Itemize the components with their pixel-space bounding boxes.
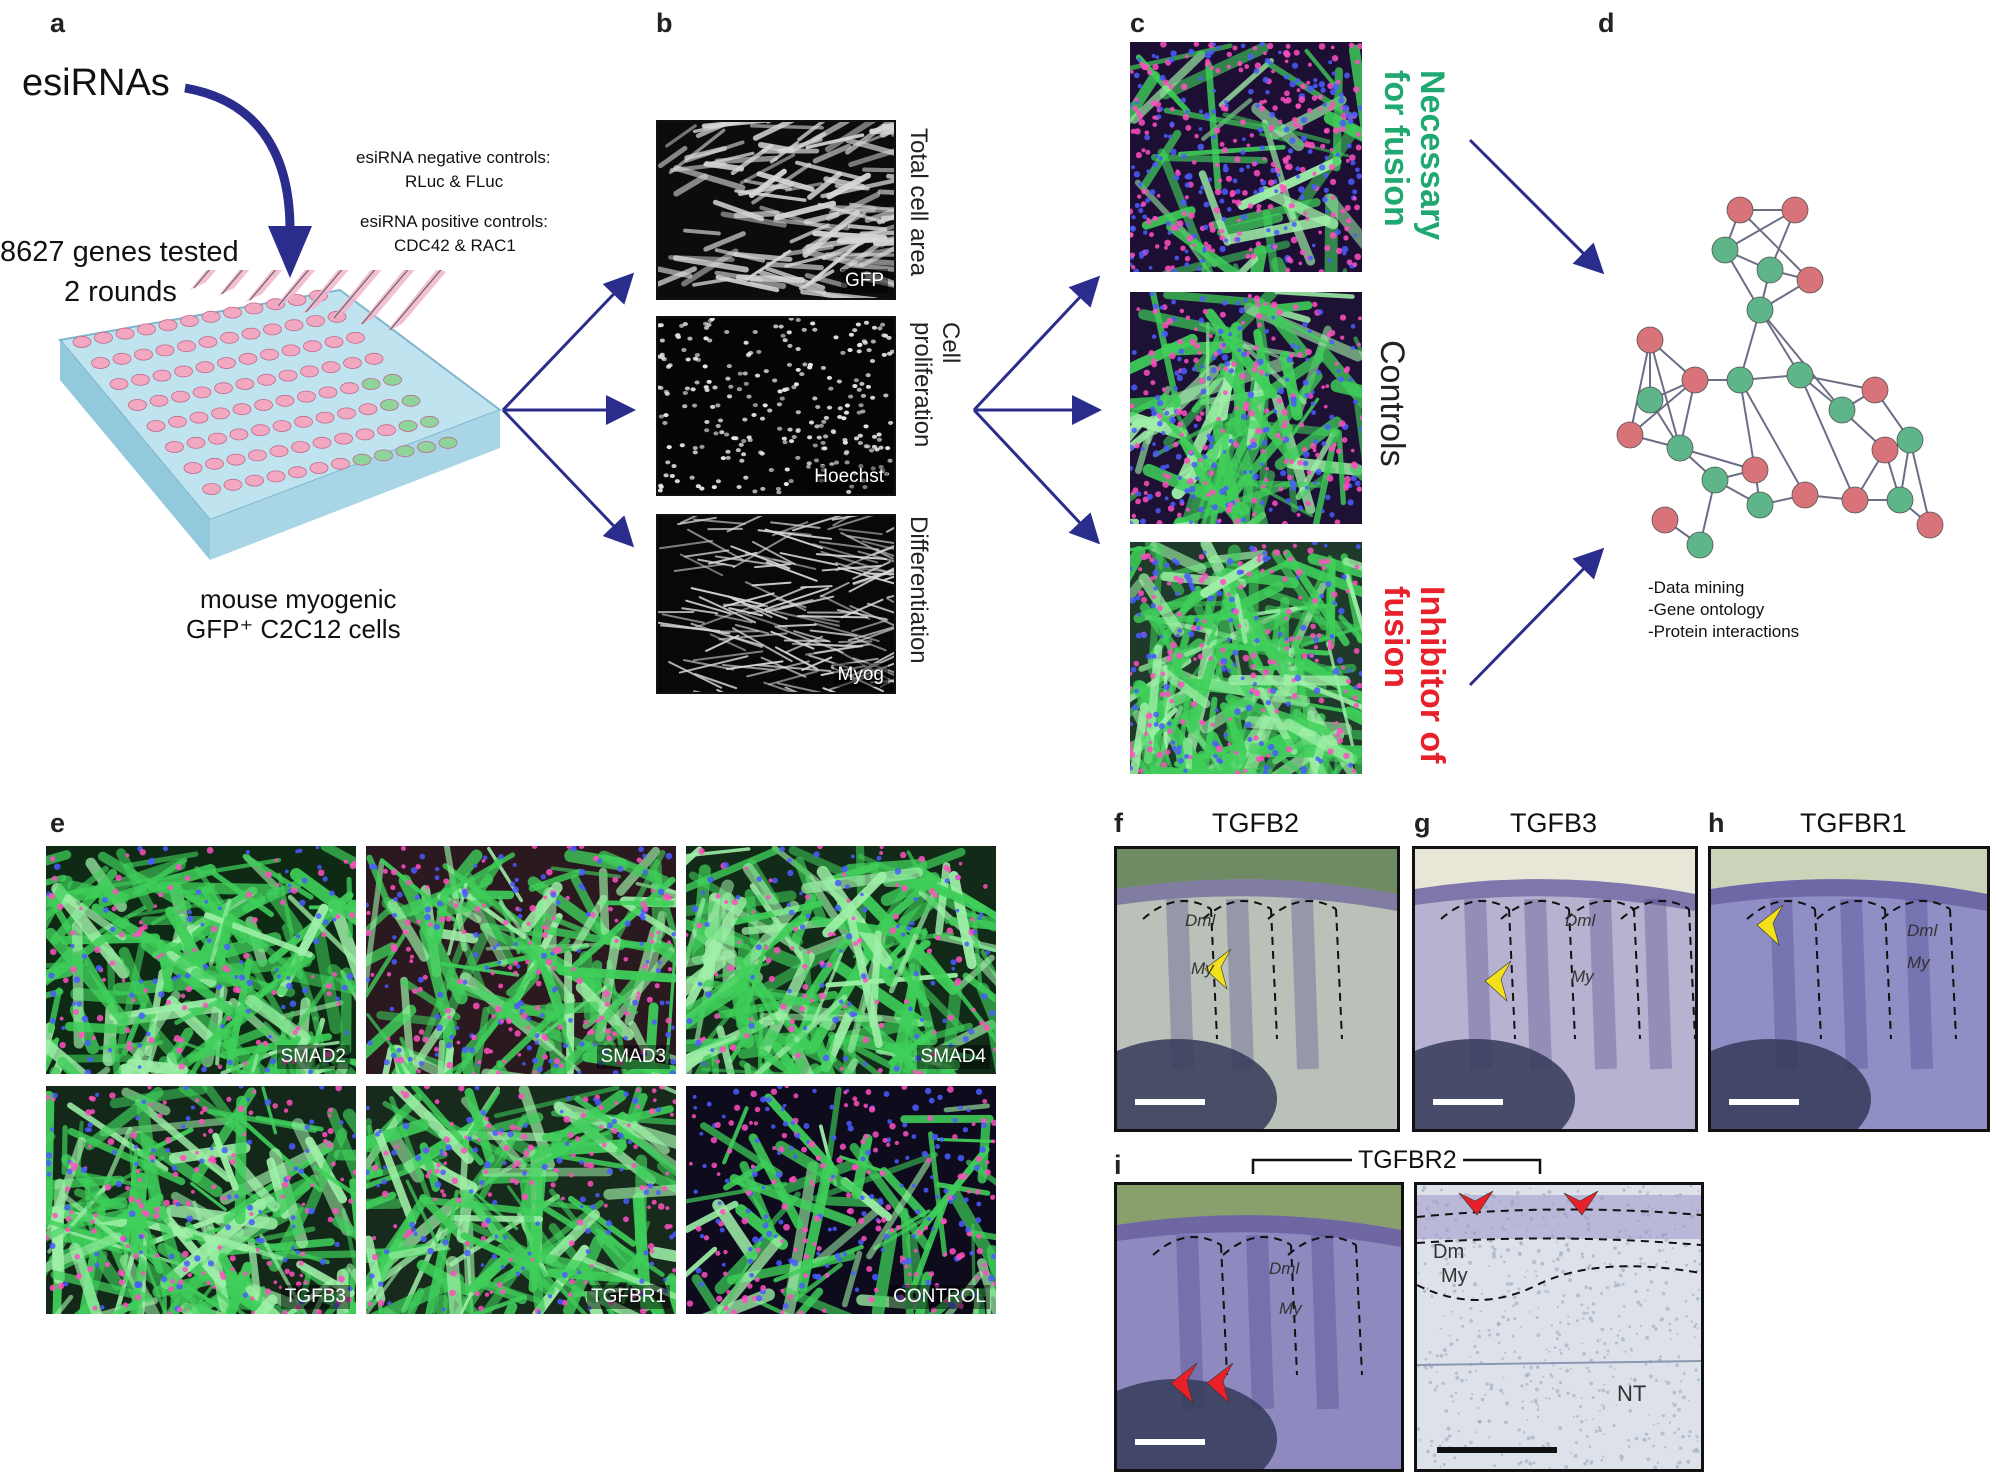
total-cell-area-label: Total cell area bbox=[905, 128, 932, 277]
arrows-c-to-d bbox=[1468, 138, 1605, 687]
differentiation-label: Differentiation bbox=[905, 516, 932, 664]
pos-controls-value: CDC42 & RAC1 bbox=[394, 236, 516, 255]
tgfb3-tag: TGFB3 bbox=[280, 1285, 350, 1309]
tgfb2-title: TGFB2 bbox=[1212, 808, 1300, 838]
tgfbr2-whole-mount-image: Dml My bbox=[1114, 1182, 1404, 1472]
neural-tube-label: NT bbox=[1617, 1381, 1647, 1406]
necessary-for-fusion-micrograph bbox=[1130, 42, 1362, 272]
panel-letter-f: f bbox=[1114, 808, 1123, 838]
neg-controls-value: RLuc & FLuc bbox=[405, 172, 504, 191]
analysis-protein-interactions: -Protein interactions bbox=[1648, 622, 1800, 641]
panel-letter-e: e bbox=[50, 808, 66, 838]
tgfb3-dml-label: Dml bbox=[1565, 911, 1596, 930]
rounds-label: 2 rounds bbox=[64, 276, 177, 308]
smad2-micrograph: SMAD2 bbox=[46, 846, 356, 1074]
hoechst-tag: Hoechst bbox=[810, 465, 888, 489]
tgfbr1-title: TGFBR1 bbox=[1800, 808, 1907, 838]
genes-tested-label: 8627 genes tested bbox=[0, 236, 239, 268]
panel-letter-d: d bbox=[1598, 8, 1615, 38]
tgfb3-my-label: My bbox=[1571, 967, 1594, 986]
gfp-micrograph: GFP bbox=[656, 120, 896, 300]
well-plate-illustration bbox=[58, 270, 503, 560]
esirna-arrow bbox=[184, 83, 312, 278]
tgfbr2-my-label: My bbox=[1279, 1299, 1302, 1318]
tgfb2-in-situ-image: Dml My bbox=[1114, 846, 1400, 1132]
panel-letter-a: a bbox=[50, 8, 66, 38]
tgfbr1-micrograph: TGFBR1 bbox=[366, 1086, 676, 1314]
gene-interaction-network bbox=[1616, 196, 1944, 559]
smad4-tag: SMAD4 bbox=[916, 1045, 990, 1069]
arrows-b-to-c bbox=[972, 275, 1102, 545]
tgfb3-micrograph: TGFB3 bbox=[46, 1086, 356, 1314]
smad3-tag: SMAD3 bbox=[596, 1045, 670, 1069]
analysis-data-mining: -Data mining bbox=[1648, 578, 1745, 597]
tgfb2-my-label: My bbox=[1191, 959, 1214, 978]
cell-proliferation-label: Cell proliferation bbox=[909, 322, 964, 448]
tgfbr2-my-section-label: My bbox=[1441, 1265, 1468, 1287]
panel-letter-h: h bbox=[1708, 808, 1725, 838]
necessary-for-fusion-label: Necessary for fusion bbox=[1377, 70, 1451, 241]
tgfb3-title: TGFB3 bbox=[1510, 808, 1598, 838]
analysis-gene-ontology: -Gene ontology bbox=[1648, 600, 1765, 619]
control-micrograph: CONTROL bbox=[686, 1086, 996, 1314]
tgfbr2-title: TGFBR2 bbox=[1352, 1146, 1463, 1175]
panel-letter-g: g bbox=[1414, 808, 1431, 838]
tgfb2-dml-label: Dml bbox=[1185, 911, 1216, 930]
panel-letter-i: i bbox=[1114, 1150, 1122, 1180]
neg-controls-title: esiRNA negative controls: bbox=[356, 148, 551, 167]
pos-controls-title: esiRNA positive controls: bbox=[360, 212, 549, 231]
esirna-label: esiRNAs bbox=[22, 62, 170, 104]
panel-letter-c: c bbox=[1130, 8, 1146, 38]
myog-tag: Myog bbox=[833, 663, 888, 687]
inhibitor-of-fusion-micrograph bbox=[1130, 542, 1362, 774]
cells-label-line2: GFP⁺ C2C12 cells bbox=[186, 614, 401, 644]
tgfbr1-my-label: My bbox=[1907, 953, 1930, 972]
tgfbr2-dml-label: Dml bbox=[1269, 1259, 1300, 1278]
smad2-tag: SMAD2 bbox=[276, 1045, 350, 1069]
cells-label-line1: mouse myogenic bbox=[200, 584, 397, 614]
tgfbr1-tag: TGFBR1 bbox=[587, 1285, 670, 1309]
panel-letter-b: b bbox=[656, 8, 673, 38]
tgfbr2-section-image: Dm My NT bbox=[1414, 1182, 1704, 1472]
inhibitor-of-fusion-label: Inhibitor of fusion bbox=[1377, 586, 1451, 764]
controls-micrograph bbox=[1130, 292, 1362, 524]
tgfbr2-dm-label: Dm bbox=[1433, 1241, 1465, 1263]
smad4-micrograph: SMAD4 bbox=[686, 846, 996, 1074]
tgfb3-in-situ-image: Dml My bbox=[1412, 846, 1698, 1132]
hoechst-micrograph: Hoechst bbox=[656, 316, 896, 496]
gfp-tag: GFP bbox=[840, 269, 888, 293]
tgfbr1-in-situ-image: Dml My bbox=[1708, 846, 1990, 1132]
controls-label: Controls bbox=[1373, 340, 1411, 467]
arrows-a-to-b bbox=[501, 272, 636, 548]
control-tag: CONTROL bbox=[889, 1285, 990, 1309]
smad3-micrograph: SMAD3 bbox=[366, 846, 676, 1074]
tgfbr1-dml-label: Dml bbox=[1907, 921, 1938, 940]
myog-micrograph: Myog bbox=[656, 514, 896, 694]
